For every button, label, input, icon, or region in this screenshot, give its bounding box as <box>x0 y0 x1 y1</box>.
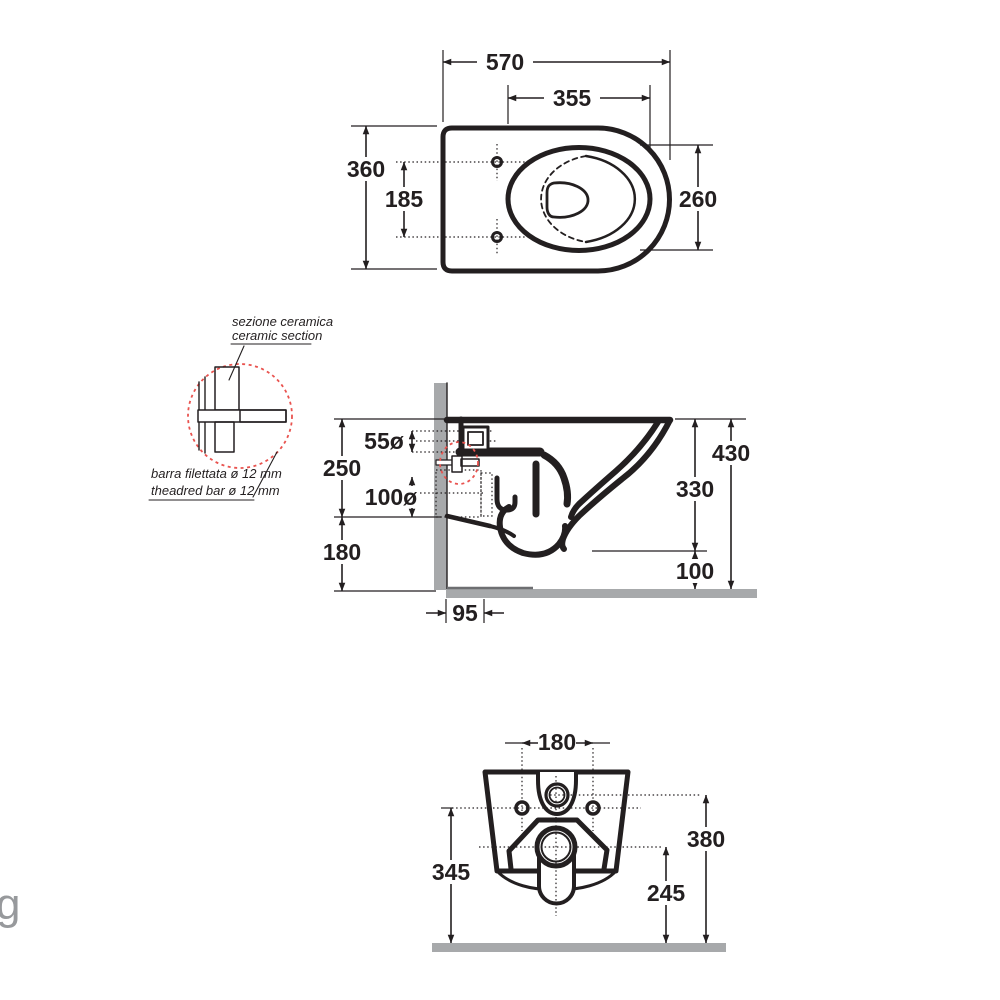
watermark-letter: g <box>0 880 20 929</box>
side-section-view: 55ø 250 100ø 180 95 43 <box>316 382 757 626</box>
dim-label-345: 345 <box>432 859 471 885</box>
dim-260: 260 <box>640 144 724 251</box>
detail-ceramic-upper <box>214 366 240 411</box>
label-threaded-bar: theadred bar ø 12 mm <box>151 483 280 498</box>
dim-label-360: 360 <box>347 156 385 182</box>
front-view: 180 345 380 245 <box>425 729 732 952</box>
threaded-bar-hatched <box>460 458 480 467</box>
dim-label-95: 95 <box>452 600 478 626</box>
front-floor <box>432 943 726 952</box>
detail-circle <box>187 363 293 469</box>
dim-245: 245 <box>640 846 692 944</box>
leader-bar <box>252 451 278 498</box>
dim-label-180-front: 180 <box>538 729 576 755</box>
detail-callout: sezione ceramica ceramic section barra f… <box>148 314 333 501</box>
detail-ceramic-lower <box>214 421 235 453</box>
toilet-side-profile <box>443 416 674 558</box>
dim-label-380: 380 <box>687 826 725 852</box>
floor <box>446 589 757 598</box>
outlet-flange-dotted <box>480 472 493 517</box>
dim-label-355: 355 <box>553 85 592 111</box>
top-plan-view: 570 355 360 185 260 <box>340 49 724 274</box>
dim-250: 250 <box>316 418 445 518</box>
dim-330: 330 <box>592 418 721 552</box>
drain-hole <box>545 181 590 219</box>
dim-label-100: 100 <box>676 558 714 584</box>
dim-label-250: 250 <box>323 455 361 481</box>
dim-380: 380 <box>680 794 732 944</box>
dim-label-260: 260 <box>679 186 717 212</box>
dim-label-245: 245 <box>647 880 686 906</box>
front-inlet-inner <box>548 786 566 804</box>
dim-180-front: 180 <box>505 729 610 755</box>
dim-185: 185 <box>380 161 428 238</box>
dim-label-55: 55ø <box>364 428 404 454</box>
dim-100-clearance: 100 <box>669 550 721 590</box>
outlet-pipe-dotted <box>435 469 482 518</box>
dim-345: 345 <box>425 807 477 944</box>
detail-bar-threaded <box>239 409 287 423</box>
label-ceramic-section: ceramic section <box>232 328 322 343</box>
dim-570: 570 <box>442 49 671 160</box>
detail-marker-circle <box>439 441 479 485</box>
leader-ceramic <box>228 345 245 381</box>
dim-label-180-side: 180 <box>323 539 361 565</box>
dim-95: 95 <box>426 599 504 626</box>
dim-label-185: 185 <box>385 186 424 212</box>
water-line-dashed <box>540 155 587 243</box>
dim-355: 355 <box>507 85 651 150</box>
detail-bar-body <box>197 409 287 423</box>
dim-label-330: 330 <box>676 476 714 502</box>
dim-label-100o: 100ø <box>365 484 417 510</box>
dim-180-side: 180 <box>316 516 436 592</box>
dim-100-outlet: 100ø <box>360 476 420 518</box>
fixing-bracket <box>451 455 463 473</box>
inlet-pipe-outer <box>461 425 490 452</box>
dim-360: 360 <box>340 125 437 270</box>
label-sezione-ceramica: sezione ceramica <box>232 314 333 329</box>
front-bowl-band <box>506 817 610 872</box>
bowl-rim-inner-edge <box>584 154 637 244</box>
inlet-pipe-inner <box>467 431 484 446</box>
dim-label-430: 430 <box>712 440 750 466</box>
front-centerlines <box>452 748 701 916</box>
pipe-centerlines-dotted <box>412 430 497 494</box>
dim-55: 55ø <box>359 428 416 454</box>
label-barra-filettata: barra filettata ø 12 mm <box>151 466 282 481</box>
wall <box>434 383 447 590</box>
dim-430: 430 <box>675 418 757 590</box>
dim-label-570: 570 <box>486 49 524 75</box>
